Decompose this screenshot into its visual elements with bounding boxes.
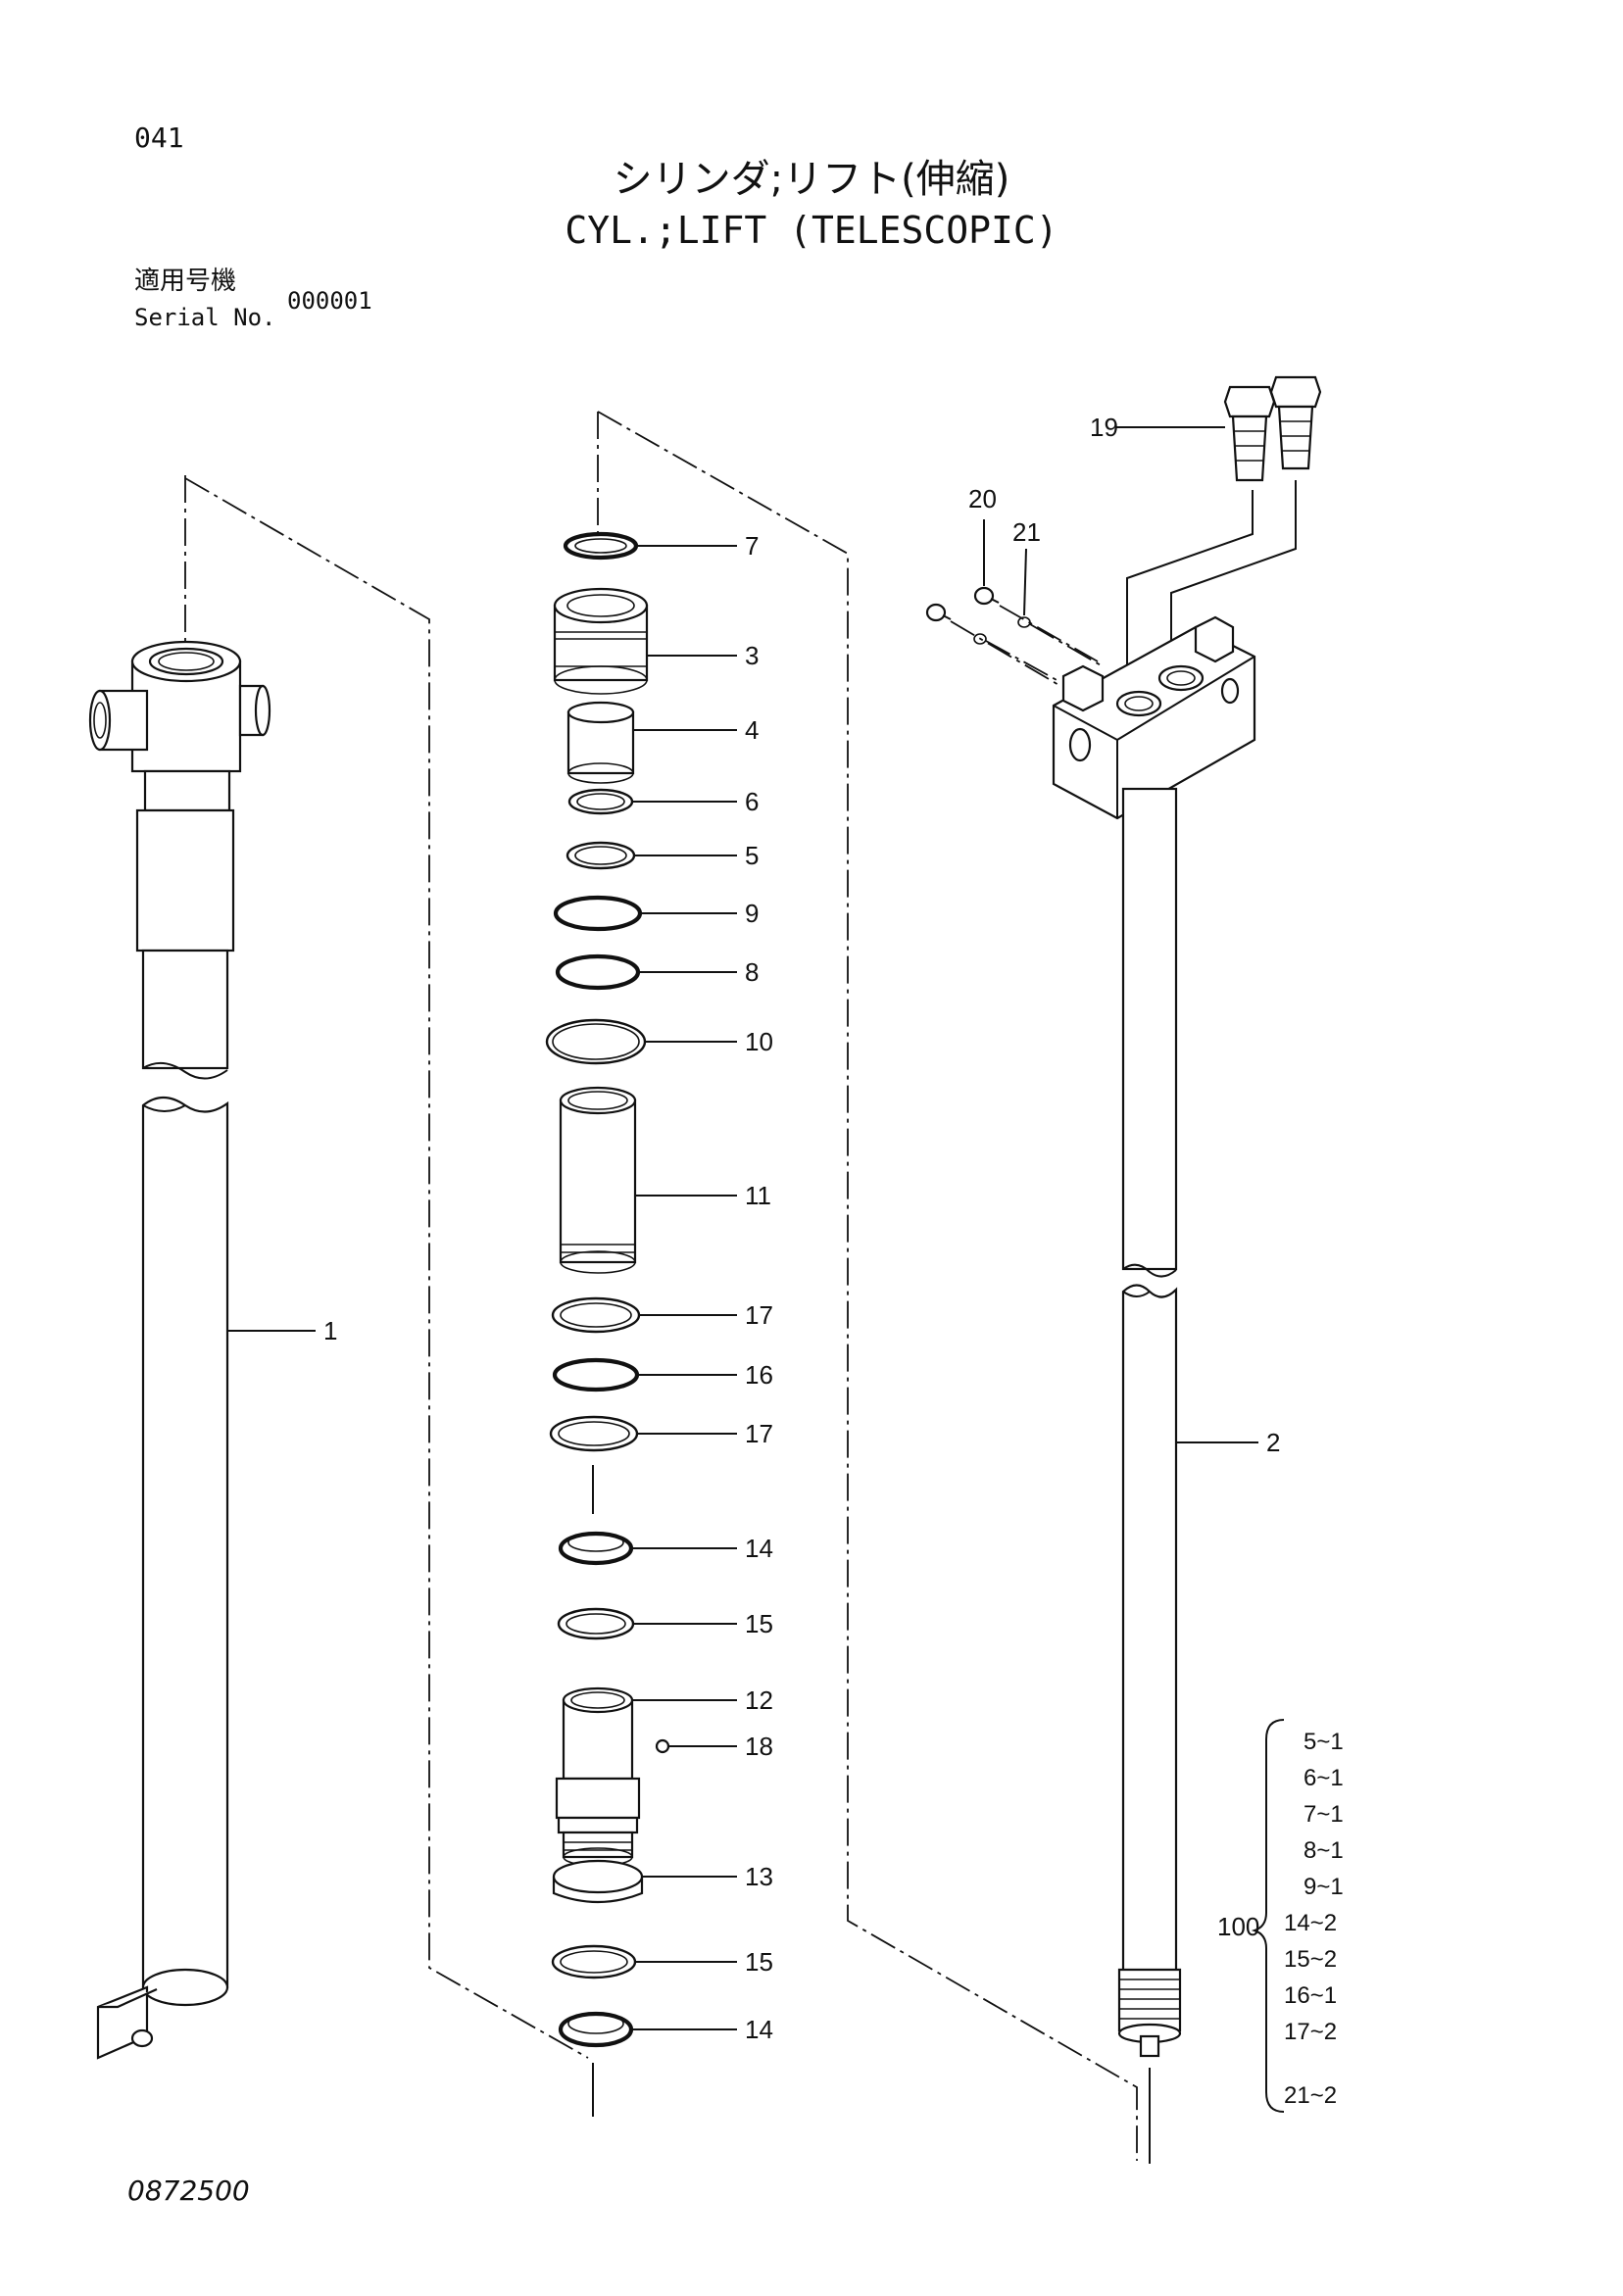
callout-12: 12 (745, 1685, 773, 1715)
callout-19: 19 (1090, 413, 1118, 442)
callout-6: 6 (745, 787, 759, 816)
callout-2: 2 (1266, 1428, 1280, 1457)
title-english: CYL.;LIFT (TELESCOPIC) (565, 209, 1057, 252)
kit-item: 21~2 (1284, 2082, 1337, 2109)
callout-5: 5 (745, 841, 759, 870)
kit-label: 100 (1217, 1912, 1259, 1941)
cylinder-rod-part-2 (925, 375, 1322, 2164)
callout-3: 3 (745, 641, 759, 670)
callout-21: 21 (1012, 517, 1041, 547)
serial-number-value: 000001 (287, 287, 372, 315)
kit-item: 8~1 (1303, 1837, 1344, 1864)
callout-14-lower: 14 (745, 2015, 773, 2044)
kit-brace (1251, 1719, 1285, 2113)
callout-16: 16 (745, 1360, 773, 1390)
callout-8: 8 (745, 957, 759, 987)
kit-item: 7~1 (1303, 1801, 1344, 1828)
callout-13: 13 (745, 1862, 773, 1891)
seal-and-piston-parts (545, 411, 1138, 2161)
kit-item: 16~1 (1284, 1982, 1337, 2009)
callout-1: 1 (323, 1316, 337, 1345)
callout-labels: 19 20 21 7 3 4 6 5 9 8 10 11 1 17 16 17 … (323, 413, 1280, 2044)
kit-item: 6~1 (1303, 1765, 1344, 1791)
callout-17-lower: 17 (745, 1419, 773, 1448)
kit-item: 15~2 (1284, 1946, 1337, 1973)
callout-4: 4 (745, 715, 759, 745)
callout-7: 7 (745, 531, 759, 561)
callout-9: 9 (745, 899, 759, 928)
callout-14-upper: 14 (745, 1534, 773, 1563)
kit-item: 5~1 (1303, 1729, 1344, 1755)
page-number: 041 (134, 122, 184, 154)
kit-item: 14~2 (1284, 1910, 1337, 1936)
seal-kit-100: 100 5~1 6~1 7~1 8~1 9~1 14~2 15~2 16~1 1… (1217, 1719, 1344, 2113)
kit-item: 17~2 (1284, 2019, 1337, 2045)
title-japanese: シリンダ;リフト(伸縮) (614, 157, 1010, 202)
callout-10: 10 (745, 1027, 773, 1056)
kit-item: 9~1 (1303, 1874, 1344, 1900)
callout-20: 20 (968, 484, 997, 513)
callout-15-lower: 15 (745, 1947, 773, 1977)
cylinder-tube-part-1 (88, 475, 589, 2060)
drawing-code: 0872500 (127, 2174, 250, 2207)
callout-18: 18 (745, 1732, 773, 1761)
callout-11: 11 (745, 1181, 771, 1210)
callout-15-upper: 15 (745, 1609, 773, 1638)
serial-label-english: Serial No. (134, 304, 276, 331)
serial-label-japanese: 適用号機 (134, 267, 236, 296)
callout-17-upper: 17 (745, 1300, 773, 1330)
